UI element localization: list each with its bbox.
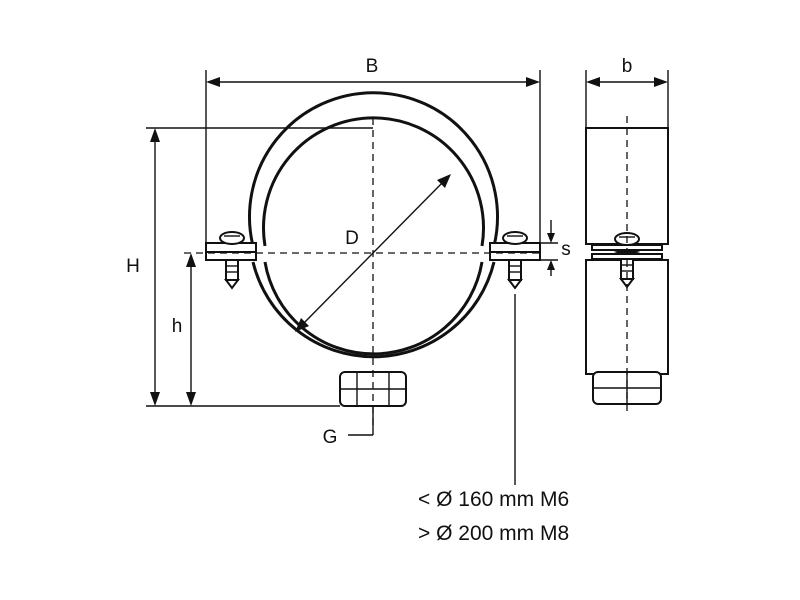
bolt-note-1: < Ø 160 mm M6 <box>418 488 569 511</box>
clamp-outer-ring-lower <box>251 261 496 359</box>
dim-label-D: D <box>345 228 359 249</box>
dim-label-B: B <box>366 56 379 77</box>
dim-label-H: H <box>126 256 140 277</box>
front-view <box>184 91 541 425</box>
dimension-lines <box>146 70 669 485</box>
right-flange <box>489 231 541 290</box>
dim-label-h: h <box>172 316 183 337</box>
clamp-inner-ring <box>262 116 485 247</box>
clamp-outer-ring <box>248 91 499 247</box>
dim-label-b: b <box>622 56 633 77</box>
dim-label-s: s <box>561 239 571 260</box>
side-view <box>585 116 669 416</box>
left-flange <box>205 231 257 290</box>
bottom-nut <box>339 371 407 407</box>
clamp-inner-ring-lower <box>263 261 484 356</box>
bolt-note-2: > Ø 200 mm M8 <box>418 522 569 545</box>
dim-label-G: G <box>323 427 338 448</box>
